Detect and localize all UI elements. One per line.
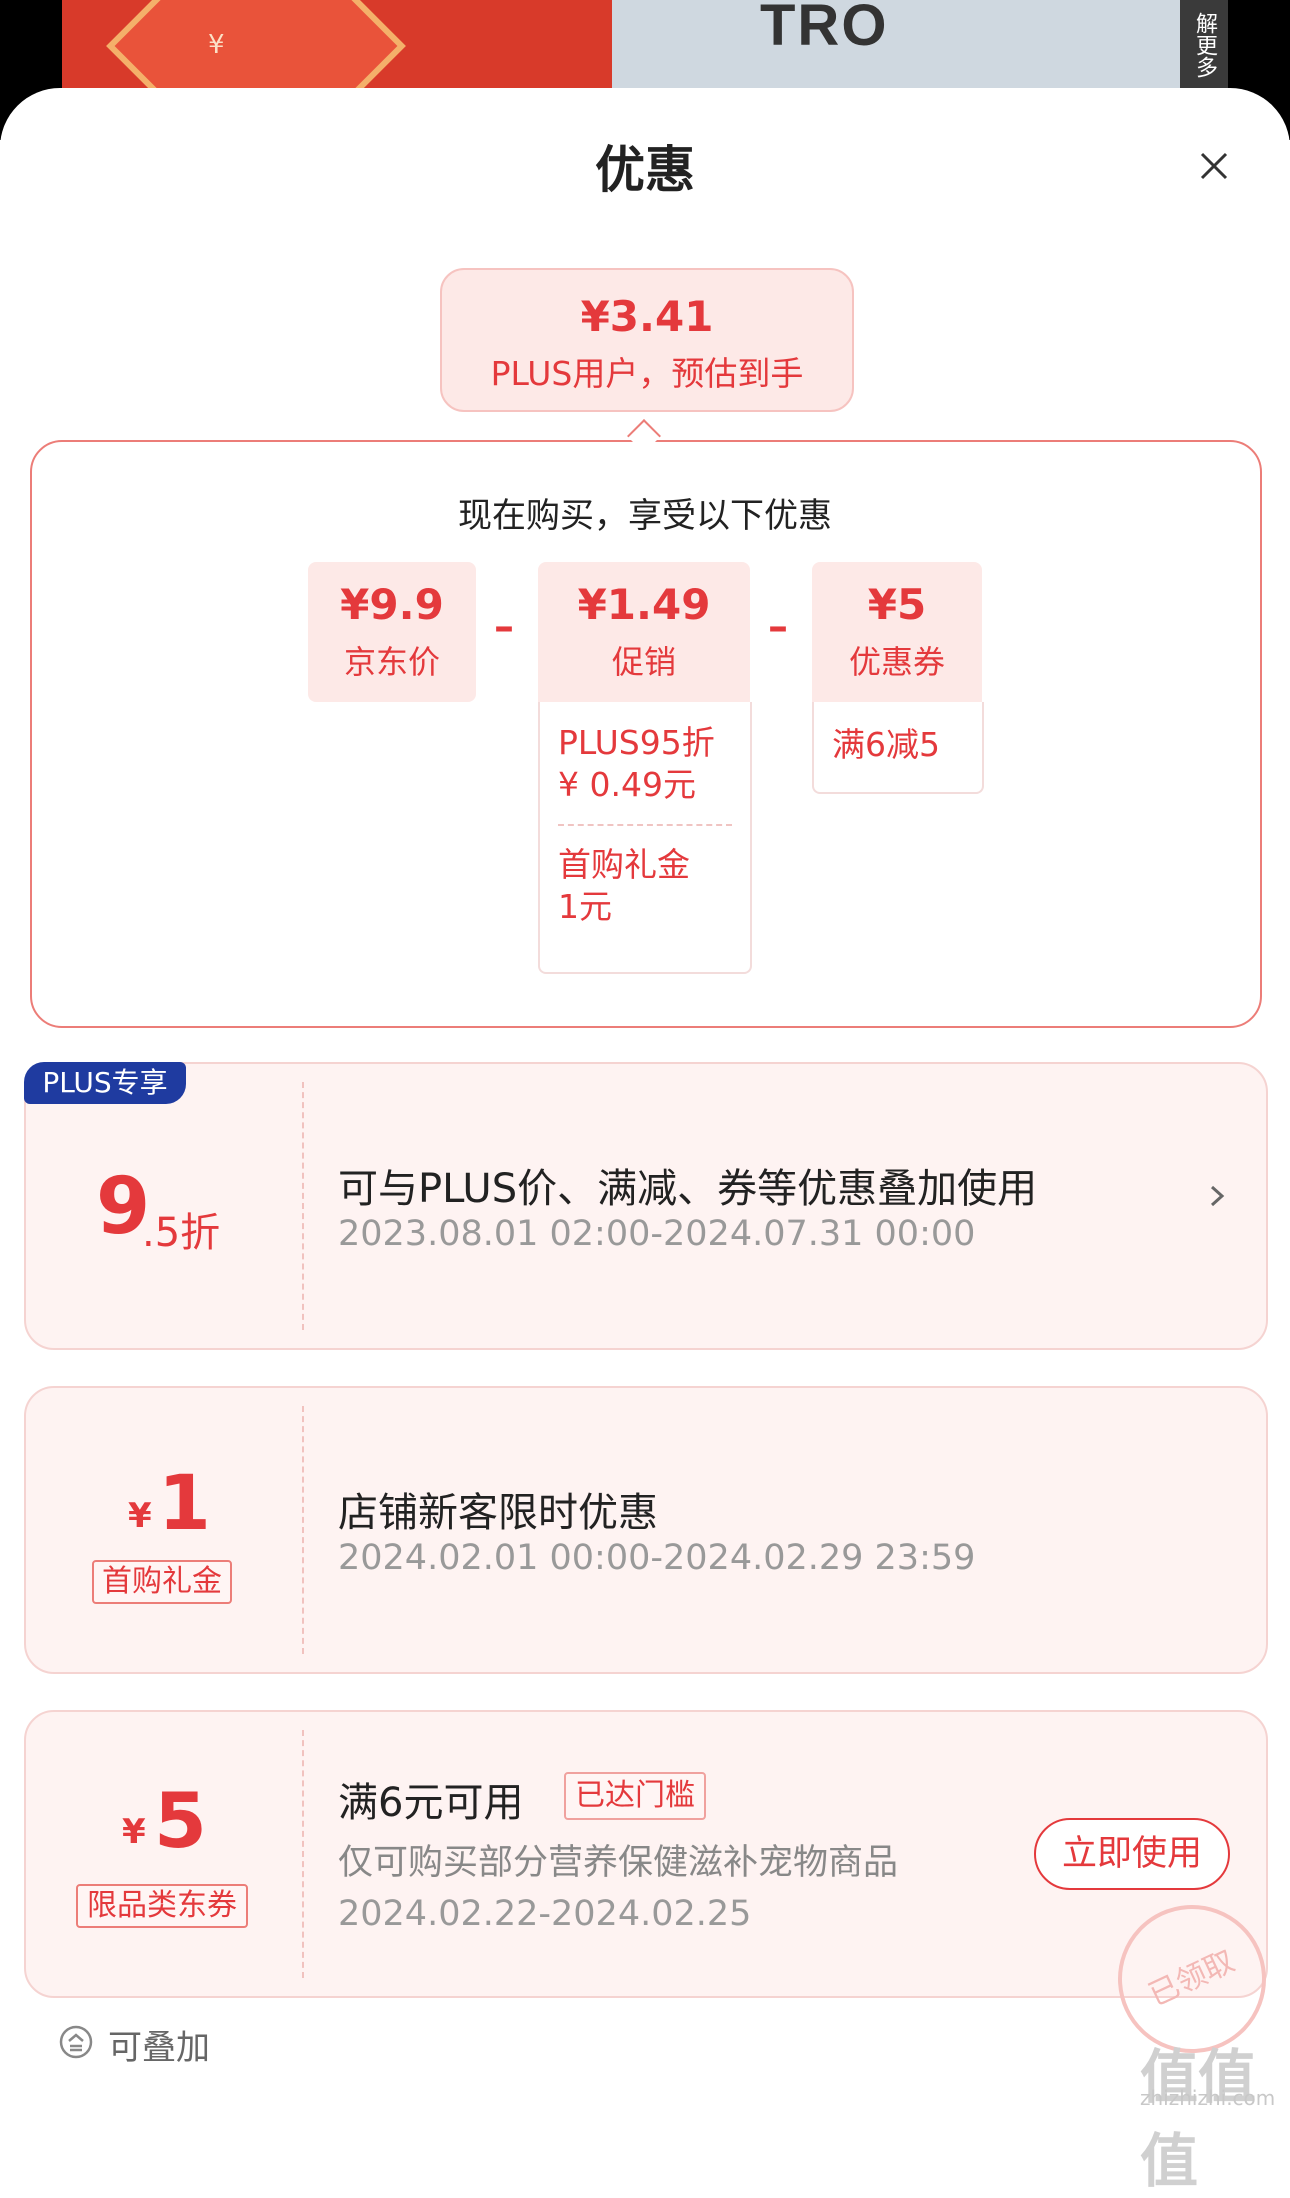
- coupon-details: 满6减5: [812, 702, 984, 794]
- detail-plus95: PLUS95折: [558, 723, 715, 762]
- use-now-button[interactable]: 立即使用: [1034, 1818, 1230, 1890]
- card-divider: [302, 1406, 304, 1654]
- detail-divider: [558, 824, 732, 826]
- breakdown-item-promotion: ¥1.49 促销: [538, 562, 750, 702]
- watermark-url: zhizhizhi.com: [1140, 2086, 1276, 2110]
- coupon-desc: 仅可购买部分营养保健滋补宠物商品: [338, 1843, 899, 1883]
- item-label: 促销: [611, 643, 676, 681]
- item-label: 优惠券: [848, 643, 945, 681]
- chevron-right-icon[interactable]: [1205, 1184, 1229, 1208]
- detail-threshold: 满6减5: [832, 725, 940, 764]
- coupon-card-plus[interactable]: 可与PLUS价、满减、券等优惠叠加使用 2023.08.01 02:00-202…: [24, 1062, 1268, 1350]
- threshold-met-tag: 已达门槛: [564, 1772, 706, 1820]
- banner-product-text: TRO: [760, 0, 889, 58]
- banner-yen: ¥: [208, 30, 225, 60]
- discount-value-big: 9: [96, 1162, 151, 1252]
- item-label: 京东价: [343, 643, 440, 681]
- coupon-value: 5: [154, 1776, 207, 1865]
- estimate-subtitle: PLUS用户，预估到手: [490, 354, 804, 393]
- coupon-date: 2023.08.01 02:00-2024.07.31 00:00: [338, 1214, 976, 1254]
- breakdown-item-jd-price: ¥9.9 京东价: [308, 562, 476, 702]
- coupon-title: 可与PLUS价、满减、券等优惠叠加使用: [338, 1166, 1038, 1212]
- watermark-logo: 值值值: [1140, 2043, 1257, 2195]
- detail-first-gift: 首购礼金: [558, 845, 690, 884]
- currency-symbol: ¥: [128, 1496, 152, 1536]
- sheet-title: 优惠: [595, 141, 695, 199]
- banner-side-label[interactable]: 解更多: [1180, 0, 1228, 90]
- close-icon[interactable]: [1196, 148, 1232, 184]
- minus-sign: –: [768, 604, 788, 650]
- detail-first-gift-amount: 1元: [558, 887, 612, 926]
- breakdown-item-coupon: ¥5 优惠券: [812, 562, 982, 702]
- promotion-details: PLUS95折 ¥ 0.49元 首购礼金 1元: [538, 702, 752, 974]
- coupon-card-first-gift[interactable]: 店铺新客限时优惠 2024.02.01 00:00-2024.02.29 23:…: [24, 1386, 1268, 1674]
- coupon-value: 1: [158, 1458, 211, 1547]
- coupon-date: 2024.02.22-2024.02.25: [338, 1894, 752, 1934]
- stack-icon: [59, 2025, 93, 2059]
- background-product-banner: ¥ TRO 解更多: [0, 0, 1290, 140]
- card-divider: [302, 1730, 304, 1978]
- item-amount: ¥1.49: [577, 580, 711, 629]
- coupon-date: 2024.02.01 00:00-2024.02.29 23:59: [338, 1538, 976, 1578]
- coupon-type-tag: 限品类东券: [76, 1884, 248, 1928]
- stackable-label: 可叠加: [108, 2028, 210, 2068]
- breakdown-heading: 现在购买，享受以下优惠: [458, 496, 832, 536]
- item-amount: ¥9.9: [340, 580, 444, 629]
- item-amount: ¥5: [867, 580, 927, 629]
- detail-plus95-amount: ¥ 0.49元: [558, 765, 696, 804]
- currency-symbol: ¥: [122, 1812, 146, 1852]
- plus-exclusive-badge: PLUS专享: [24, 1062, 186, 1104]
- minus-sign: –: [494, 604, 514, 650]
- estimate-bubble: ¥3.41 PLUS用户，预估到手: [440, 268, 854, 412]
- coupon-title: 满6元可用: [338, 1780, 524, 1826]
- coupon-title: 店铺新客限时优惠: [338, 1490, 658, 1536]
- banner-product-pack: [612, 0, 1192, 90]
- coupon-type-tag: 首购礼金: [92, 1560, 232, 1604]
- card-divider: [302, 1082, 304, 1330]
- discount-value-small: .5折: [142, 1210, 221, 1256]
- estimate-price: ¥3.41: [580, 292, 714, 341]
